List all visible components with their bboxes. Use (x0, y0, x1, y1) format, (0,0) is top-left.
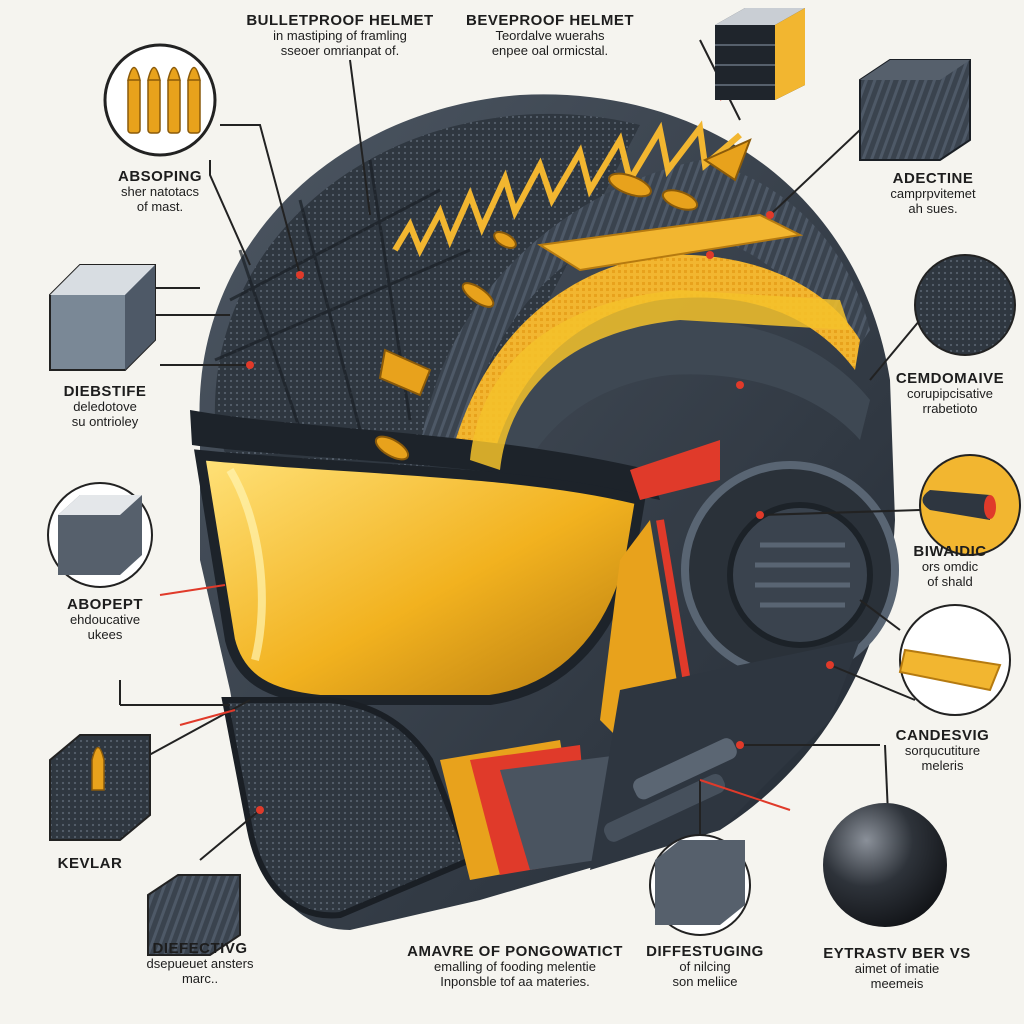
label-diebstive: DIEBSTIFE deledotove su ontrioley (63, 383, 147, 430)
label-top-center: BEVEPROOF HELMET Teordalve wuerahs enpee… (465, 12, 634, 59)
mesh-sphere-icon (914, 254, 1016, 356)
chin-guard (221, 697, 630, 919)
label-absorbing: ABSOPING sher natotacs of mast. (117, 168, 202, 215)
gold-strip-icon (898, 604, 1011, 716)
layer-stack-icon (715, 8, 805, 100)
cheek-rail (590, 640, 860, 870)
label-cemdomaive: CEMDOMAIVE corupipcisative rrabetioto (895, 370, 1005, 417)
label-eytrastv: EYTRASTV BER VS aimet of imatie meemeis (823, 945, 971, 992)
label-diffestuging: DIFFESTUGING of nilcing son meliice (646, 943, 764, 990)
label-biwaidic: BIWAIDIC ors omdic of shald (913, 543, 987, 590)
label-amavre: AMAVRE OF PONGOWATICT emalling of foodin… (407, 943, 623, 990)
label-diefecting: DIEFECTIVG dsepueuet ansters marc.. (146, 940, 254, 987)
label-kevlar: KEVLAR (57, 855, 123, 872)
red-pointers (159, 79, 791, 811)
block-sample-icon (859, 59, 971, 161)
sphere-icon (823, 803, 947, 927)
mesh-sphere-icon (649, 834, 751, 936)
block-sample-icon (49, 264, 156, 371)
label-top-left: BULLETPROOF HELMET in mastiping of framl… (246, 12, 434, 59)
gold-plates (470, 213, 850, 470)
bullets-icon (103, 43, 217, 157)
bullet-icon (919, 454, 1021, 556)
cutaway-bullets (374, 138, 752, 461)
layer-stack-icon (147, 874, 241, 956)
leader-dots (246, 211, 834, 814)
block-sample-icon (47, 482, 153, 588)
label-abopept: ABOPEPT ehdoucative ukees (66, 596, 143, 643)
ear-module (600, 440, 899, 760)
label-candesvig: CANDESVIG sorqucutiture meleris (895, 727, 990, 774)
visor (194, 449, 646, 705)
bullet-icon (49, 734, 151, 841)
label-adective: ADECTINE camprpvitemet ah sues. (890, 170, 976, 217)
